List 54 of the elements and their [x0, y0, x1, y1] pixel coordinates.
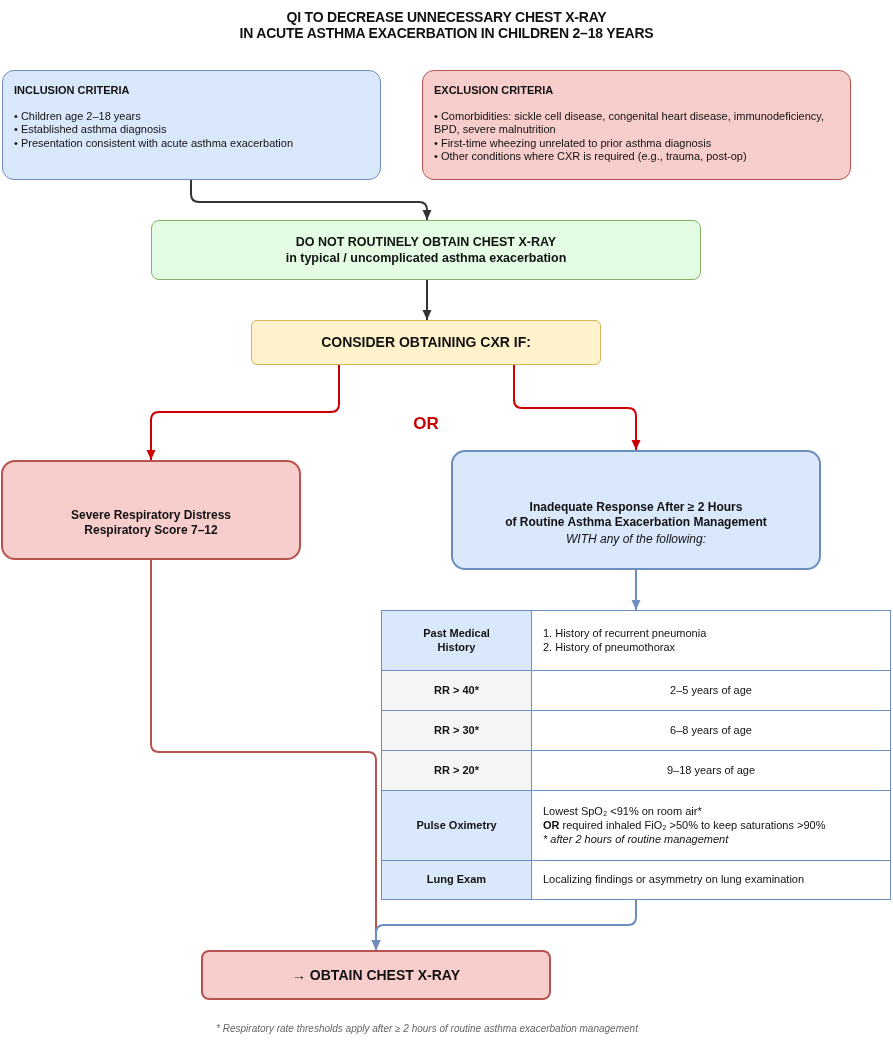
arrow	[371, 899, 637, 951]
cell-text: RR > 20*	[433, 763, 480, 778]
box-heading: INCLUSION CRITERIA	[14, 84, 131, 98]
box-title: CONSIDER OBTAINING CXR IF:	[321, 334, 531, 351]
cell-text: OR required inhaled FiO₂ >50% to keep saturations >90%	[543, 818, 827, 832]
cell-text: Past Medical History	[422, 627, 491, 654]
cell-text: 6–8 years of age	[670, 723, 752, 738]
cell-text: * after 2 hours of routine management	[543, 832, 730, 846]
bullet-item: • First-time wheezing unrelated to prior asthma diagnosis	[434, 136, 713, 150]
cell-text: 2–5 years of age	[670, 683, 752, 698]
box-subtitle: in typical / uncomplicated asthma exacerbation	[285, 250, 567, 266]
box-text: Respiratory Score 7–12	[84, 523, 218, 539]
box-heading: EXCLUSION CRITERIA	[434, 84, 555, 98]
footnote: * Respiratory rate thresholds apply after ≥ 2 hours of routine asthma exacerbation management	[216, 1022, 638, 1034]
arrow	[422, 279, 432, 321]
box-title: DO NOT ROUTINELY OBTAIN CHEST X-RAY	[295, 234, 557, 250]
criteria-box	[422, 70, 851, 180]
criteria-table	[381, 610, 891, 900]
cell-text: Lowest SpO₂ <91% on room air*	[543, 805, 703, 819]
table-header-cell	[382, 611, 532, 671]
box-text: Severe Respiratory Distress	[70, 507, 232, 523]
arrow	[190, 179, 432, 221]
box-note: WITH any of the following:	[565, 530, 707, 547]
bullet-item: • Presentation consistent with acute asthma exacerbation	[14, 136, 294, 150]
process-box	[151, 220, 701, 280]
cell-text: RR > 40*	[433, 683, 480, 698]
outcome-box	[201, 950, 551, 1000]
bullet-item: • Comorbidities: sickle cell disease, congenital heart disease, immunodeficiency, BPD, severe malnutrition	[434, 109, 826, 137]
cell-text: 1. History of recurrent pneumonia	[543, 627, 708, 641]
table-header-cell	[382, 751, 532, 791]
arrow	[146, 364, 340, 461]
table-header-cell	[382, 671, 532, 711]
box-title: Inadequate Response After ≥ 2 Hours of Routine Asthma Exacerbation Management	[505, 499, 767, 531]
table-header-cell	[382, 711, 532, 751]
cell-text: Lung Exam	[425, 873, 488, 887]
arrow	[631, 569, 641, 611]
cell-text: Localizing findings or asymmetry on lung examination	[543, 873, 806, 887]
condition-box	[451, 450, 821, 570]
box-title: → OBTAIN CHEST X-RAY	[292, 966, 460, 984]
bullet-item: • Other conditions where CXR is required (e.g., trauma, post-op)	[434, 150, 748, 164]
choice-label: OR	[413, 414, 439, 434]
diagram-title: QI TO DECREASE UNNECESSARY CHEST X-RAY IN ACUTE ASTHMA EXACERBATION IN CHILDREN 2–18 YEARS	[238, 9, 655, 41]
bullet-item: • Established asthma diagnosis	[14, 123, 168, 137]
cell-text: 2. History of pneumothorax	[543, 640, 677, 654]
bullet-item: • Children age 2–18 years	[14, 109, 142, 123]
table-header-cell	[382, 791, 532, 861]
arrow	[513, 364, 641, 451]
cell-text: RR > 30*	[433, 723, 480, 738]
criteria-box	[2, 70, 381, 180]
cell-text: 9–18 years of age	[666, 763, 756, 778]
table-header-cell	[382, 861, 532, 899]
condition-box	[1, 460, 301, 560]
decision-box	[251, 320, 601, 365]
cell-text: Pulse Oximetry	[415, 818, 498, 833]
